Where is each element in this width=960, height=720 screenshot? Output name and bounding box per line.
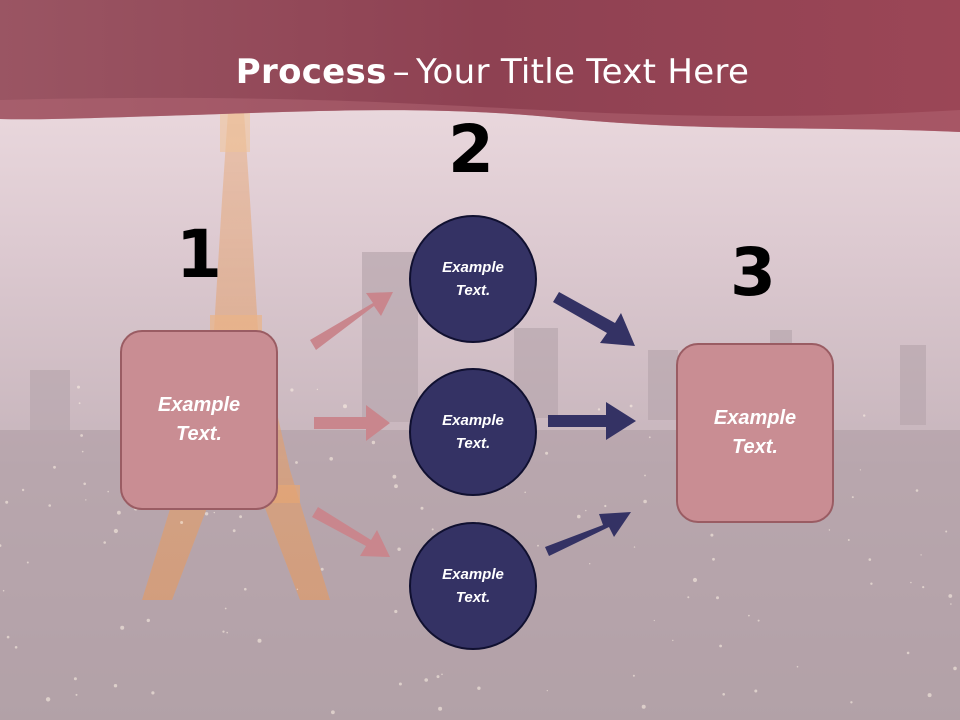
title-separator: – <box>392 52 410 92</box>
step-1-box: Example Text. <box>120 330 278 510</box>
header-band <box>0 0 960 132</box>
step-1-box-text: Example Text. <box>157 394 241 445</box>
arrow-box1-to-circle2 <box>314 405 390 441</box>
arrow-box1-to-circle1 <box>310 292 393 350</box>
circle-bottom-text: Example Text. <box>442 566 504 606</box>
step-3-box-text: Example Text. <box>713 407 797 458</box>
step-2-circle-top: Example Text. <box>409 215 537 343</box>
arrow-circle1-to-box3 <box>553 292 635 346</box>
arrow-box1-to-circle3 <box>312 507 390 557</box>
slide-title: Process–Your Title Text Here <box>0 52 960 92</box>
step-number-2: 2 <box>448 111 494 188</box>
arrow-circle2-to-box3 <box>548 402 636 440</box>
step-2-circle-bottom: Example Text. <box>409 522 537 650</box>
step-number-1: 1 <box>176 216 222 293</box>
step-number-3: 3 <box>730 234 776 311</box>
title-bold: Process <box>235 52 387 92</box>
arrow-circle3-to-box3 <box>545 512 631 556</box>
step-2-circle-middle: Example Text. <box>409 368 537 496</box>
step-3-box: Example Text. <box>676 343 834 523</box>
circle-middle-text: Example Text. <box>442 412 504 452</box>
title-rest: Your Title Text Here <box>415 52 750 92</box>
circle-top-text: Example Text. <box>442 259 504 299</box>
